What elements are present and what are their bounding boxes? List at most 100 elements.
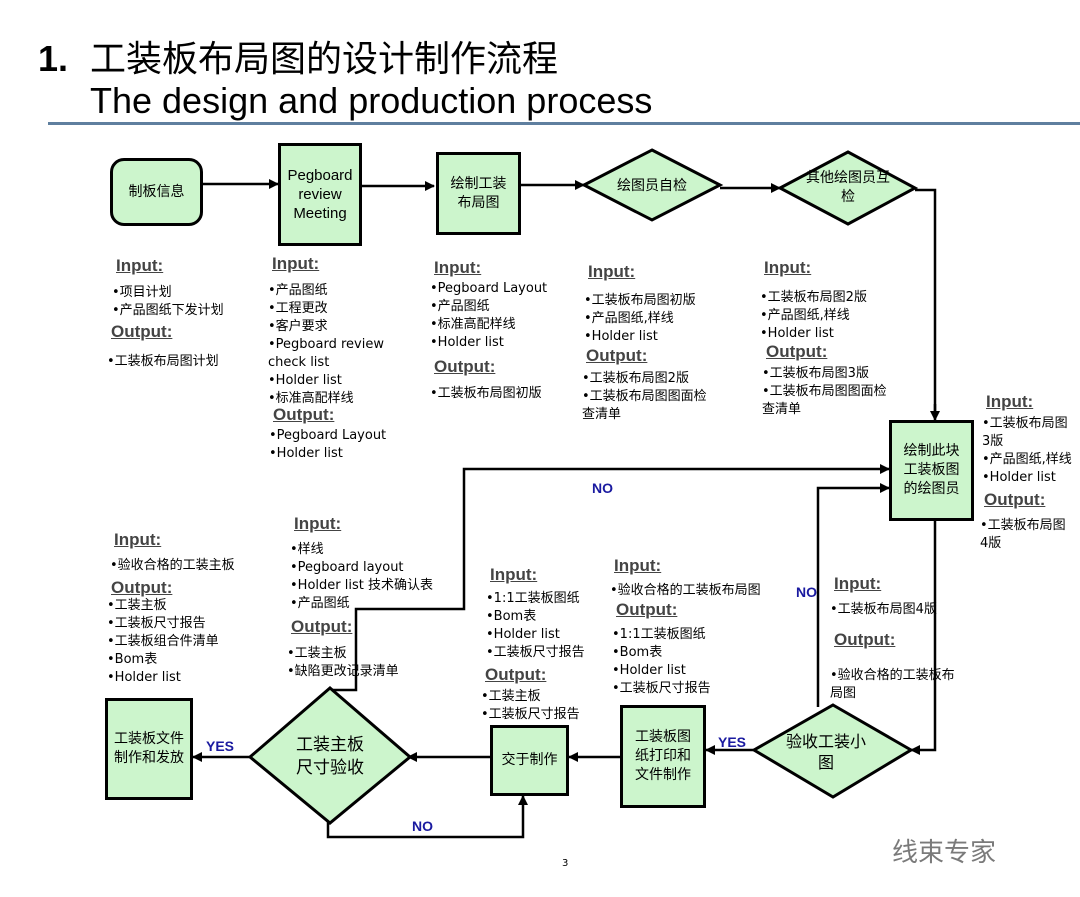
node-peer-check (776, 150, 919, 226)
b5-input-item: •产品图纸,样线 (760, 308, 850, 323)
node-review-meeting: Pegboard review Meeting (278, 143, 362, 246)
b8-output-item: •Holder list (612, 663, 686, 678)
node-drafter: 绘制此块工装板图的绘图员 (889, 420, 974, 521)
b7-output-item: 局图 (830, 686, 857, 701)
b6-input-item: •Holder list (982, 470, 1056, 485)
b2-input-item: •客户要求 (268, 319, 328, 334)
b3-input-item: •产品图纸 (430, 299, 490, 314)
b10-output-item: •工装主板 (287, 646, 347, 661)
b10-output-item: •缺陷更改记录清单 (287, 664, 399, 679)
b3-input-item: •标准高配样线 (430, 317, 516, 332)
title-divider (48, 122, 1080, 125)
b9-input-item: •Bom表 (486, 609, 537, 624)
b5-output-item: •工装板布局图3版 (762, 366, 869, 381)
b2-input-item: •工程更改 (268, 301, 328, 316)
b2-output-item: •Pegboard Layout (269, 428, 387, 443)
b9-output-label: Output: (485, 665, 547, 684)
b1-input-item: •项目计划 (112, 285, 172, 300)
title-chinese: 工装板布局图的设计制作流程 (90, 38, 559, 79)
b3-input-item: •Holder list (430, 335, 504, 350)
node-draw-layout: 绘制工装布局图 (436, 152, 521, 235)
page-number: 3 (562, 858, 569, 869)
b6-input-item: 3版 (982, 434, 1004, 449)
title-english: The design and production process (90, 80, 653, 121)
b10-input-label: Input: (294, 514, 342, 533)
edge-no-dimension: NO (412, 818, 433, 834)
b2-input-item: •Holder list (268, 373, 342, 388)
node-board-info: 制板信息 (110, 158, 203, 226)
b6-input-item: •工装板布局图 (982, 416, 1068, 431)
b9-input-item: •工装板尺寸报告 (486, 645, 585, 660)
b8-output-label: Output: (616, 600, 678, 619)
b9-input-label: Input: (490, 565, 538, 584)
b2-input-item: •Pegboard review (268, 337, 384, 352)
b3-output-label: Output: (434, 357, 496, 376)
b4-input-item: •工装板布局图初版 (584, 293, 696, 308)
node-doc-release: 工装板文件制作和发放 (105, 698, 193, 800)
b4-output-label: Output: (586, 346, 648, 365)
b5-output-item: •工装板布局图图面检 (762, 384, 887, 399)
b8-output-item: •1:1工装板图纸 (612, 627, 706, 642)
node-dimension-accept (247, 686, 413, 825)
b2-output-item: •Holder list (269, 446, 343, 461)
node-accept-small (751, 703, 914, 799)
b9-input-item: •1:1工装板图纸 (486, 591, 580, 606)
b8-output-item: •工装板尺寸报告 (612, 681, 711, 696)
b10-input-item: •Pegboard layout (290, 560, 404, 575)
b9-output-item: •工装板尺寸报告 (481, 707, 580, 722)
node-accept-small-label: 验收工装小图 (786, 732, 867, 772)
b3-input-label: Input: (434, 258, 482, 277)
b2-output-label: Output: (273, 405, 335, 424)
b4-output-item: •工装板布局图2版 (582, 371, 689, 386)
b8-output-item: •Bom表 (612, 645, 663, 660)
b10-input-item: •Holder list 技术确认表 (290, 578, 433, 593)
b5-output-label: Output: (766, 342, 828, 361)
b7-output-label: Output: (834, 630, 896, 649)
title-number: 1. (38, 38, 69, 79)
b11-output-item: •工装板组合件清单 (107, 634, 219, 649)
node-print-docs: 工装板图纸打印和文件制作 (620, 705, 706, 808)
node-hand-over: 交于制作 (490, 725, 569, 796)
b6-input-label: Input: (986, 392, 1034, 411)
b7-output-item: •验收合格的工装板布 (830, 668, 955, 683)
b2-input-label: Input: (272, 254, 320, 273)
node-self-check (580, 148, 724, 222)
b1-output-item: •工装板布局图计划 (107, 354, 219, 369)
b6-output-item: 4版 (980, 536, 1002, 551)
b2-input-item: •标准高配样线 (268, 391, 354, 406)
b11-output-item: •Bom表 (107, 652, 158, 667)
b11-input-item: •验收合格的工装主板 (110, 558, 235, 573)
b8-input-item: •验收合格的工装板布局图 (610, 583, 761, 598)
b3-output-item: •工装板布局图初版 (430, 386, 542, 401)
b9-output-item: •工装主板 (481, 689, 541, 704)
b5-input-item: •Holder list (760, 326, 834, 341)
b4-output-item: 查清单 (582, 407, 622, 422)
b2-input-item: •产品图纸 (268, 283, 328, 298)
node-peer-check-label: 其他绘图员互检 (806, 170, 890, 205)
b11-output-item: •工装主板 (107, 598, 167, 613)
b7-input-label: Input: (834, 574, 882, 593)
b3-input-item: •Pegboard Layout (430, 281, 548, 296)
b11-output-item: •工装板尺寸报告 (107, 616, 206, 631)
b7-input-item: •工装板布局图4版 (830, 602, 937, 617)
b10-output-label: Output: (291, 617, 353, 636)
node-self-check-label: 绘图员自检 (617, 177, 687, 194)
node-dimension-accept-label: 工装主板尺寸验收 (296, 735, 364, 778)
b9-input-item: •Holder list (486, 627, 560, 642)
b5-input-label: Input: (764, 258, 812, 277)
b11-output-item: •Holder list (107, 670, 181, 685)
b5-input-item: •工装板布局图2版 (760, 290, 867, 305)
edge-yes-dimension: YES (206, 738, 235, 754)
b11-input-label: Input: (114, 530, 162, 549)
watermark: 线束专家 (892, 838, 997, 868)
b8-input-label: Input: (614, 556, 662, 575)
b6-input-item: •产品图纸,样线 (982, 452, 1072, 467)
b1-input-label: Input: (116, 256, 164, 275)
b10-input-item: •样线 (290, 542, 324, 557)
b2-input-item: check list (268, 355, 330, 370)
b4-input-item: •产品图纸,样线 (584, 311, 674, 326)
b6-output-label: Output: (984, 490, 1046, 509)
edge-yes-accept: YES (718, 734, 747, 750)
b1-output-label: Output: (111, 322, 173, 341)
